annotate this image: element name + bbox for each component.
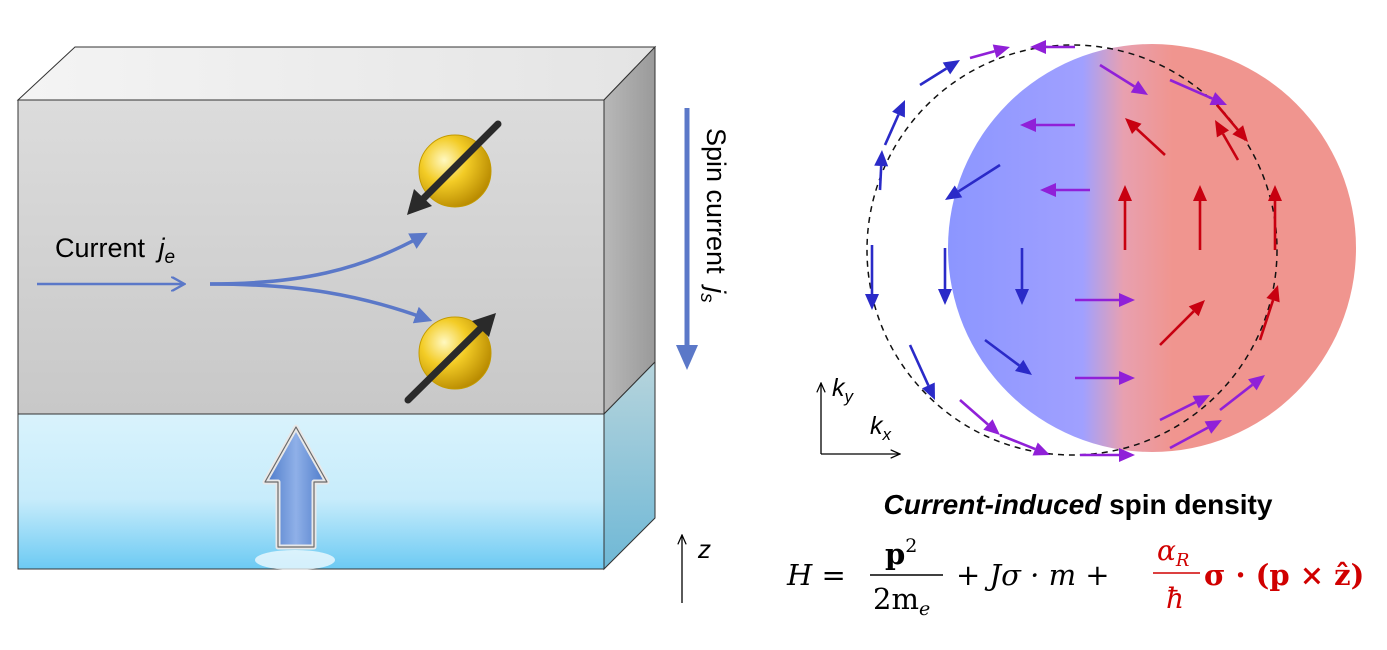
current-flow: Current je bbox=[37, 232, 433, 324]
material-block bbox=[16, 45, 657, 571]
spin-arrow bbox=[1075, 293, 1135, 307]
spin-arrow bbox=[1118, 185, 1132, 250]
spin-arrow bbox=[1169, 78, 1227, 105]
spin-arrow bbox=[999, 433, 1050, 456]
split-arrow-down bbox=[209, 282, 433, 324]
spin-arrow bbox=[1075, 371, 1135, 385]
spin-arrow bbox=[945, 163, 1001, 200]
spin-arrow bbox=[969, 44, 1010, 60]
electron-spin-up bbox=[404, 313, 496, 404]
eq-alpha-numerator: αR bbox=[1157, 534, 1189, 571]
spin-arrow bbox=[1216, 104, 1248, 142]
spin-arrow bbox=[1080, 448, 1135, 462]
eq-rashba-term: σ · (p × ẑ) bbox=[1204, 558, 1364, 592]
z-axis: z bbox=[682, 534, 711, 603]
spin-arrow bbox=[1125, 118, 1166, 156]
block-front-face bbox=[17, 99, 605, 415]
spin-density-title: Current-induced spin density bbox=[884, 489, 1273, 520]
fermi-surface-equilibrium bbox=[866, 44, 1278, 456]
eq-exchange-term: + Jσ · m + bbox=[956, 558, 1110, 592]
fermi-surface-shifted bbox=[948, 44, 1356, 452]
block-right-face bbox=[603, 45, 656, 416]
spin-arrow bbox=[938, 248, 952, 305]
spin-arrow bbox=[1040, 183, 1090, 197]
spin-arrow bbox=[1169, 420, 1222, 450]
spin-arrow-field bbox=[865, 40, 1282, 462]
eq-p2-numerator: p2 bbox=[885, 535, 917, 571]
eq-p2-denominator: 2me bbox=[873, 582, 930, 620]
eq-hbar: ħ bbox=[1166, 582, 1184, 615]
spin-arrow bbox=[1030, 40, 1075, 54]
spin-current-label: Spin current js bbox=[696, 128, 731, 303]
spin-arrow bbox=[865, 245, 879, 310]
k-axes: ky kx bbox=[821, 374, 900, 454]
spin-arrow bbox=[1215, 120, 1240, 161]
spin-arrow bbox=[883, 100, 905, 146]
spin-current: Spin current js bbox=[676, 108, 731, 370]
spin-arrow bbox=[1159, 300, 1205, 346]
spin-arrow bbox=[919, 60, 960, 87]
electron-spin-down bbox=[407, 120, 502, 215]
spin-arrow bbox=[1020, 118, 1075, 132]
spin-arrow bbox=[874, 150, 889, 191]
spin-arrow bbox=[1268, 185, 1282, 250]
spin-arrow bbox=[908, 344, 935, 400]
spin-arrow bbox=[1099, 63, 1148, 95]
spin-arrow bbox=[1015, 248, 1029, 305]
magnetization-arrow bbox=[255, 424, 335, 570]
spin-arrow bbox=[1219, 375, 1265, 412]
z-label: z bbox=[697, 534, 711, 564]
ky-label: ky bbox=[832, 374, 855, 406]
kx-label: kx bbox=[870, 412, 892, 444]
spin-arrow bbox=[984, 338, 1032, 375]
current-label: Current je bbox=[55, 233, 175, 268]
spin-arrow bbox=[959, 399, 1000, 435]
eq-lhs: H = bbox=[786, 558, 846, 592]
spin-arrow bbox=[1159, 395, 1210, 422]
spin-arrow bbox=[1258, 285, 1280, 341]
hamiltonian-equation: H = p2 2me + Jσ · m + αR ħ σ · (p × ẑ) bbox=[786, 534, 1364, 620]
spin-arrow bbox=[1193, 185, 1207, 250]
block-top-face bbox=[16, 46, 657, 101]
